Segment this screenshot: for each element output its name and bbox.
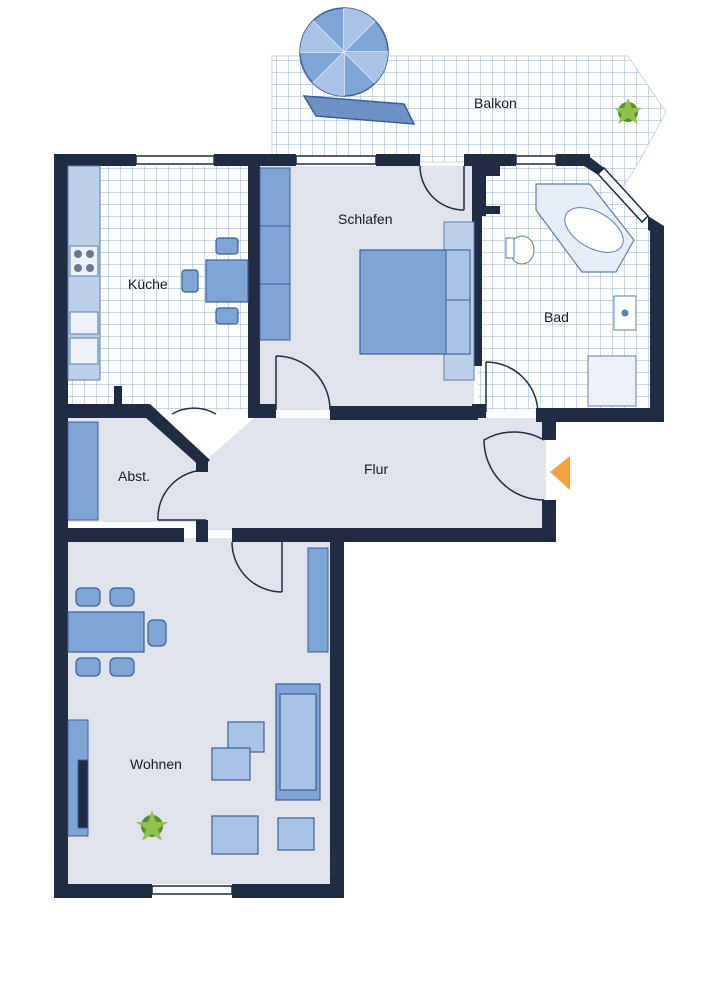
umbrella-icon bbox=[299, 7, 416, 125]
room-label-abst: Abst. bbox=[118, 468, 150, 484]
flur-floor bbox=[206, 418, 546, 530]
room-label-flur: Flur bbox=[364, 461, 388, 477]
dining-table bbox=[67, 587, 167, 677]
room-label-balkon: Balkon bbox=[474, 95, 517, 111]
doors bbox=[157, 165, 545, 593]
plant-icon bbox=[136, 810, 168, 841]
abst-floor bbox=[68, 418, 206, 522]
room-label-schlafen: Schlafen bbox=[338, 211, 392, 227]
kitchen-table bbox=[181, 237, 249, 325]
shower bbox=[587, 355, 637, 407]
windows bbox=[135, 155, 650, 895]
bed bbox=[359, 221, 475, 381]
room-label-kueche: Küche bbox=[128, 276, 168, 292]
sideboard bbox=[67, 547, 329, 837]
bathtub bbox=[535, 183, 635, 273]
walls bbox=[54, 154, 664, 898]
wardrobe bbox=[259, 167, 291, 341]
toilet bbox=[505, 235, 535, 265]
sink bbox=[613, 295, 637, 331]
storage-shelf bbox=[67, 421, 99, 521]
logo: onOffice bbox=[331, 850, 338, 876]
sofa bbox=[275, 683, 321, 801]
svg-text:onOffice: onOffice bbox=[331, 850, 338, 876]
room-label-wohnen: Wohnen bbox=[130, 756, 182, 772]
plant-icon bbox=[614, 98, 642, 124]
entrance-arrow-icon bbox=[550, 456, 570, 490]
room-label-bad: Bad bbox=[544, 309, 569, 325]
kitchen-counter bbox=[67, 165, 101, 381]
armchairs bbox=[211, 721, 315, 855]
